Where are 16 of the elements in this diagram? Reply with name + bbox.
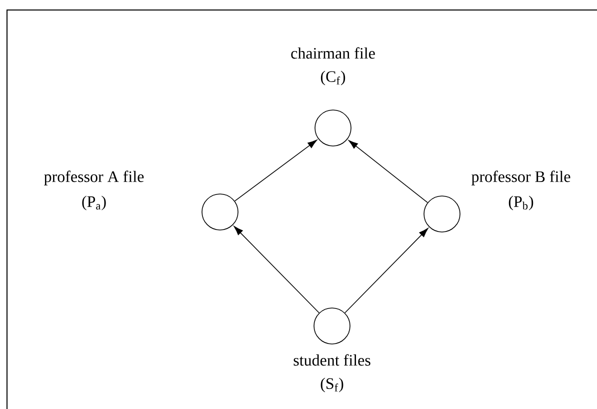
node-circle <box>202 194 238 230</box>
node-label: student files <box>294 354 370 366</box>
node-label: professor B file <box>471 170 570 186</box>
node-label: chairman file <box>291 47 375 59</box>
node-circle <box>314 110 352 146</box>
arrow <box>344 228 428 314</box>
node-label: professor A file <box>44 170 144 186</box>
arrow <box>348 140 428 203</box>
node-label: (C$_{f}$) <box>320 70 346 86</box>
node-label: (S$_{f}$) <box>320 378 344 392</box>
arrow <box>234 226 320 314</box>
node-label: (P$_{a}$) <box>82 196 106 210</box>
node-circle <box>424 196 460 232</box>
node-circle <box>314 308 350 344</box>
arrow <box>234 140 318 202</box>
node-label: (P$_{b}$) <box>508 196 534 210</box>
